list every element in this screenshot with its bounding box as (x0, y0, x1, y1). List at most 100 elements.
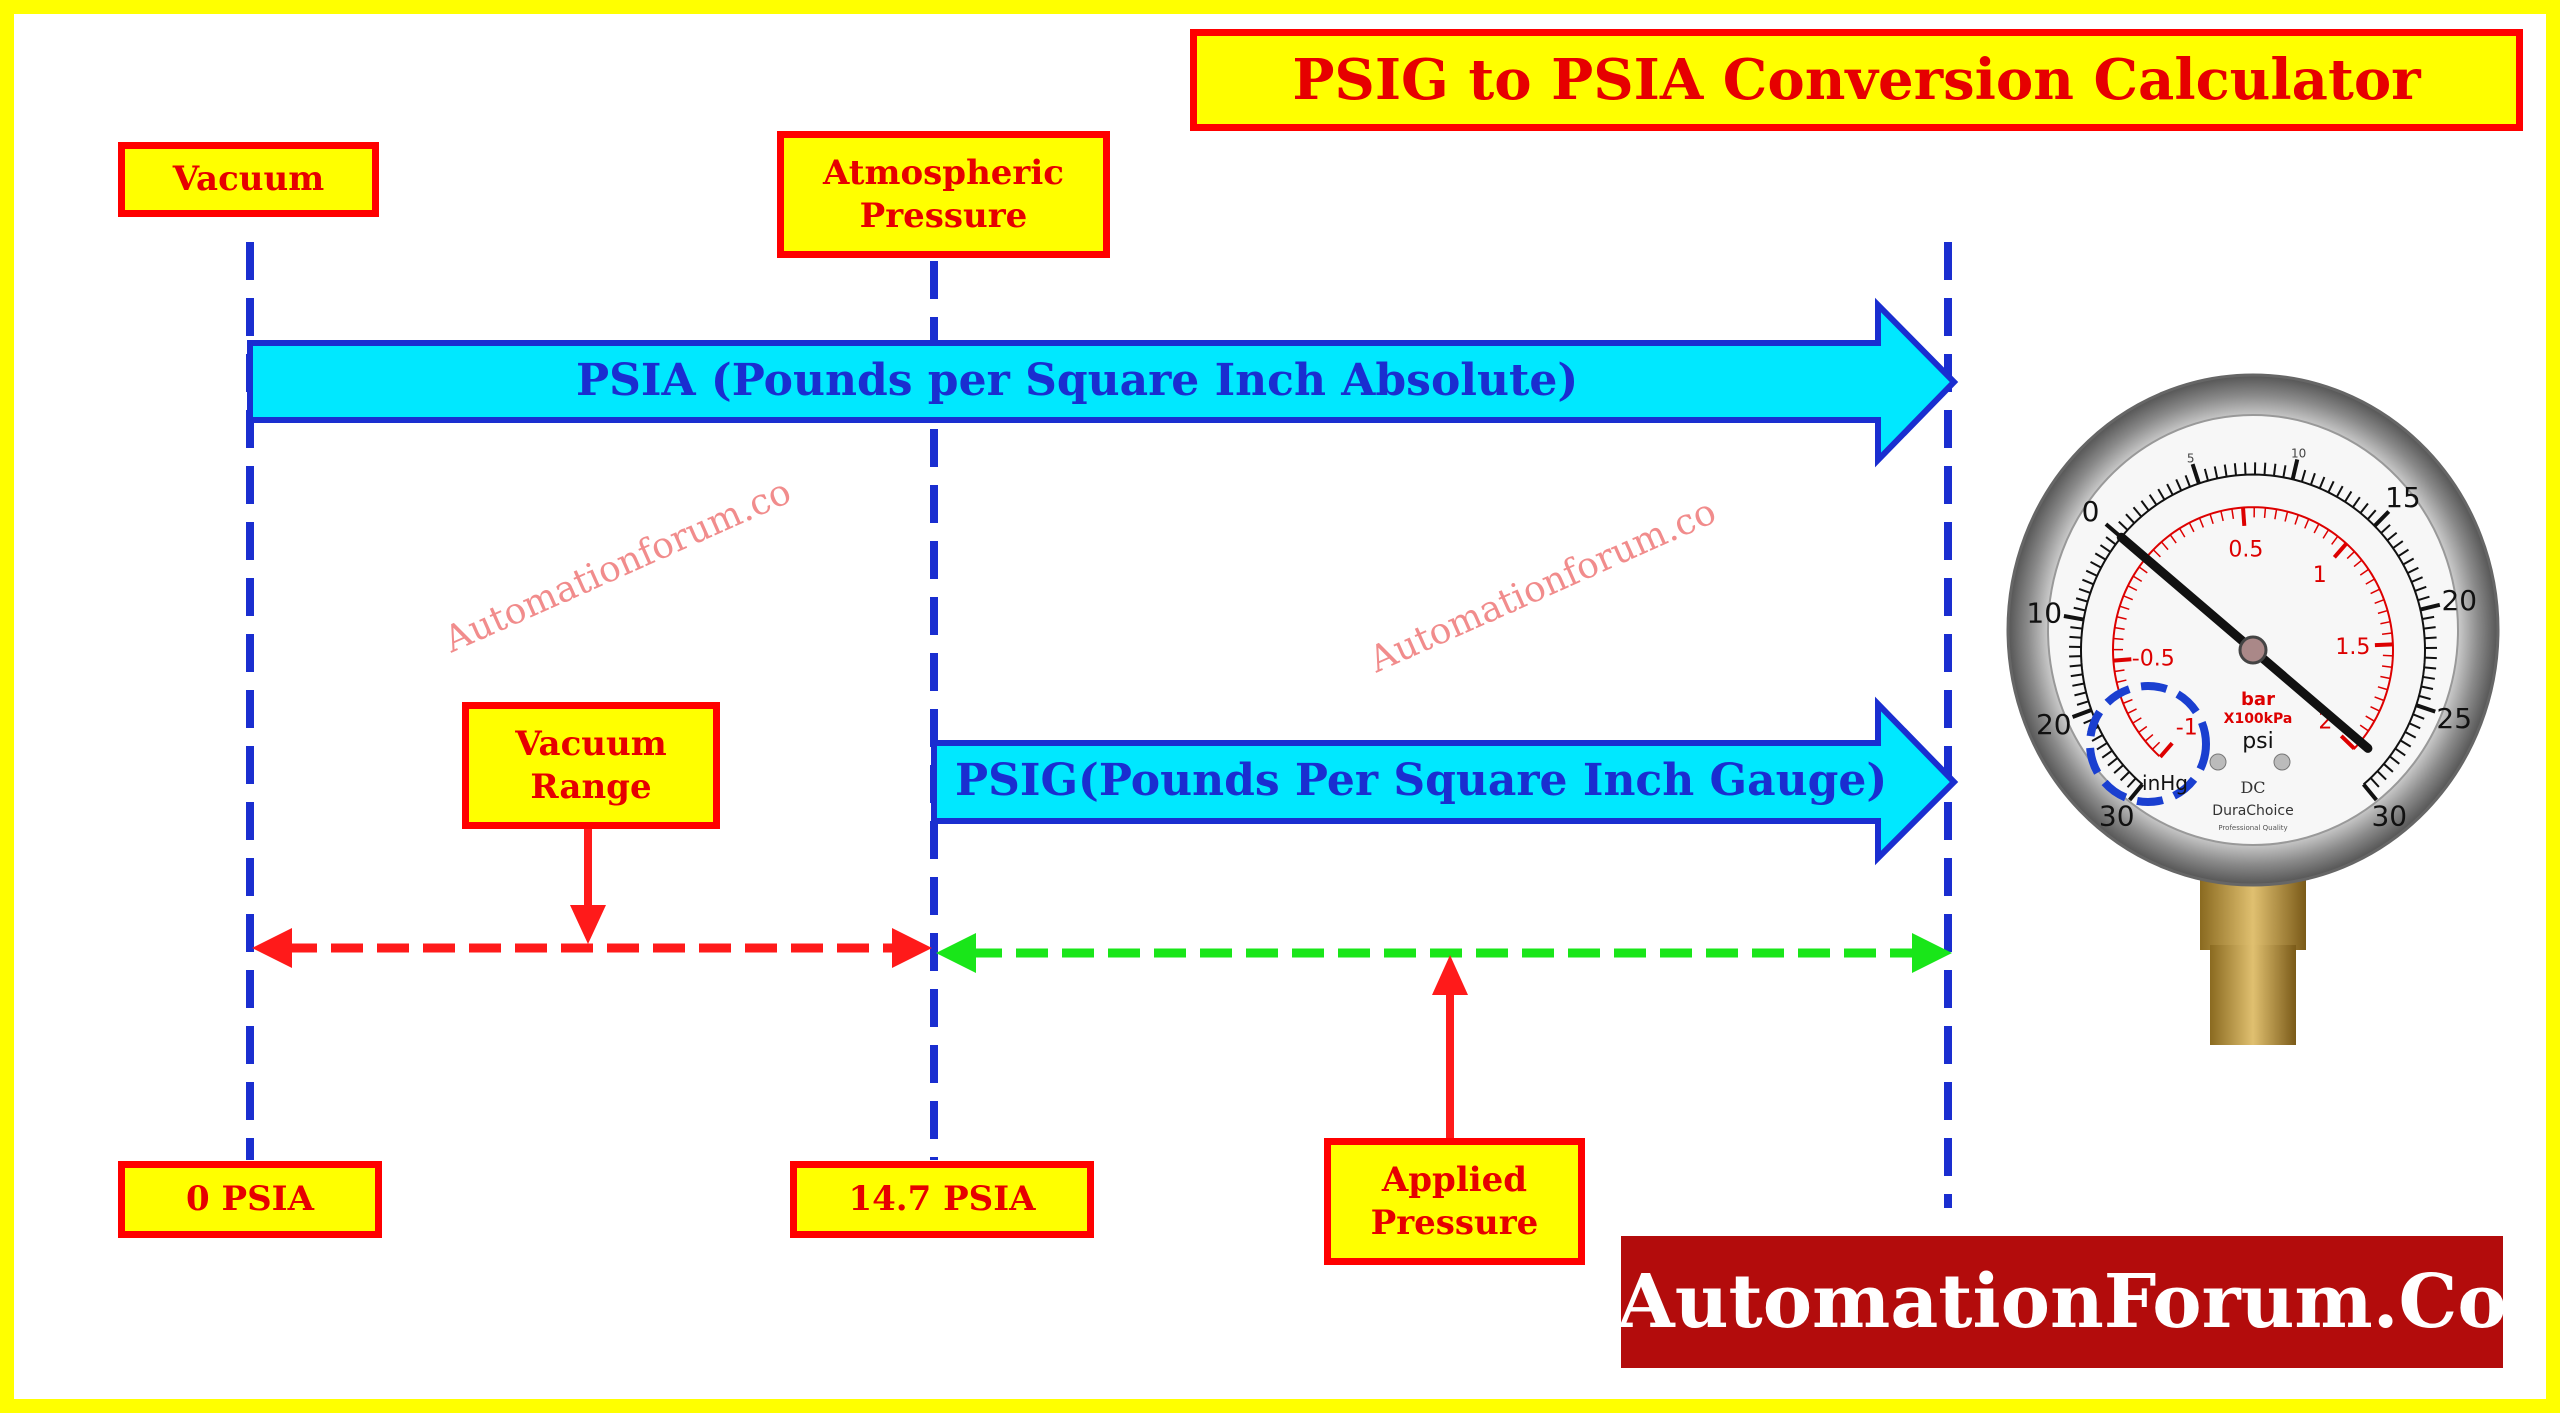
gauge-ellipse-highlight (2086, 682, 2210, 806)
gauge-psi-label: 0 (2082, 495, 2100, 528)
gauge-bar-tick (2374, 642, 2393, 648)
gauge-bar-tick (2294, 514, 2300, 525)
gauge-bar-tick (2151, 741, 2161, 750)
gauge-bar-tick (2209, 513, 2214, 525)
gauge-psi-tick (2335, 485, 2344, 498)
gauge-psi-label: 25 (2436, 702, 2472, 735)
gauge-brand: DuraChoice (2212, 803, 2293, 819)
gauge-inhg-tick (2073, 606, 2086, 612)
gauge-bar-tick (2370, 588, 2380, 595)
gauge-inhg-tick (2072, 682, 2085, 687)
gauge-psi-tick (2369, 777, 2380, 788)
gauge-unit-bar: bar (2241, 689, 2275, 710)
gauge-inhg-tick (2063, 614, 2084, 622)
vacuum-label-text: Vacuum (172, 159, 325, 200)
vacuum-range-right-arrowhead (892, 928, 932, 968)
gauge-psi-tick (2125, 513, 2135, 524)
gauge-psi-tick (2223, 464, 2228, 477)
gauge-bar-tick (2274, 509, 2278, 520)
gauge-bar-tick (2198, 517, 2205, 528)
vacuum-label: Vacuum (118, 142, 379, 217)
gauge-inhg-label: 10 (2026, 596, 2062, 629)
gauge-psi-tick (2366, 509, 2377, 520)
vacuum-range-label: Vacuum Range (462, 702, 720, 829)
gauge-inhg-tick (2074, 691, 2087, 697)
gauge-psi-tick (2421, 685, 2434, 690)
gauge-inhg-tick (2096, 742, 2108, 751)
atmospheric-label-line2: Pressure (859, 195, 1028, 236)
gauge-inhg-tick (2069, 664, 2082, 668)
gauge-bar-tick (2127, 708, 2137, 715)
gauge-bar-tick (2359, 724, 2369, 732)
gauge-psi-tick (2414, 585, 2427, 592)
gauge-unit-inhg: inHg (2142, 771, 2188, 795)
gauge-psi-tick (2166, 483, 2174, 496)
vacuum-range-line2: Range (530, 766, 652, 807)
gauge-psi-label: 30 (2371, 800, 2407, 833)
gauge-fitting (2200, 880, 2306, 950)
applied-label-line2: Pressure (1370, 1202, 1539, 1243)
gauge-unit-kpa: X100kPa (2224, 711, 2293, 727)
gauge-inhg-tick (2090, 561, 2102, 569)
gauge-psi-tick (2132, 506, 2143, 518)
gauge-psi-tick (2272, 463, 2277, 476)
gauge-bar-label: -0.5 (2132, 647, 2175, 672)
gauge-psi-tick (2380, 524, 2391, 534)
gauge-bar-tick (2377, 686, 2388, 691)
gauge-bar-tick (2114, 626, 2125, 630)
gauge-psi-tick (2415, 703, 2436, 714)
gauge-inhg-tick (2076, 700, 2089, 706)
gauge-bar-tick (2313, 523, 2320, 534)
gauge-inhg-tick (2105, 536, 2117, 546)
gauge-psi-tick (2352, 496, 2361, 508)
gauge-bar-tick (2158, 741, 2174, 759)
gauge-bar-tick (2377, 609, 2388, 615)
psig-arrow (931, 696, 1959, 866)
gauge-bar-tick (2114, 669, 2125, 673)
vacuum-range-pointer-head (570, 905, 606, 944)
gauge-bar-tick (2359, 568, 2369, 576)
gauge-bar-tick (2370, 705, 2380, 712)
gauge-bar-tick (2116, 679, 2127, 684)
gauge-psi-tick (2389, 755, 2400, 765)
gauge-psi-tick (2140, 500, 2150, 512)
gauge-bar-arc (2111, 506, 2395, 757)
gauge-bar-tick (2322, 529, 2330, 539)
gauge-bar-tick (2188, 522, 2195, 533)
gauge-bar-tick (2123, 595, 2134, 601)
applied-range-left-arrowhead (936, 933, 976, 973)
gauge-bar-tick (2144, 734, 2154, 742)
gauge-bar-tick (2220, 510, 2224, 522)
gauge-bar-tick (2374, 599, 2385, 605)
gauge-inhg-tick (2085, 569, 2098, 577)
gauge-psi-label: 15 (2385, 481, 2421, 514)
gauge-inhg-tick (2069, 635, 2082, 639)
gauge-psi-tick (2408, 722, 2421, 730)
gauge-inhg-tick (2070, 673, 2083, 678)
gauge-screw (2209, 753, 2227, 771)
gauge-bar-tick (2132, 575, 2143, 583)
page-title: PSIG to PSIA Conversion Calculator (1190, 29, 2523, 131)
gauge-bar-tick (2241, 507, 2247, 527)
page-title-text: PSIG to PSIA Conversion Calculator (1292, 47, 2421, 113)
gauge-psi-tick (2118, 520, 2129, 531)
gauge-psi-label: 5 (2187, 451, 2195, 465)
gauge-inhg-tick (2071, 708, 2093, 719)
gauge-psi-tick (2424, 666, 2437, 670)
gauge-bar-tick (2122, 698, 2133, 705)
gauge-psi-tick (2148, 494, 2158, 506)
gauge-psi-tick (2203, 468, 2209, 481)
gauge-inhg-tick (2119, 771, 2130, 782)
gauge-psi-tick (2359, 502, 2369, 514)
atmospheric-pressure-label: Atmospheric Pressure (777, 131, 1110, 258)
gauge-psi-label: 20 (2441, 584, 2477, 617)
gauge-brand-mark: DC (2240, 778, 2265, 797)
gauge-bar-tick (2263, 507, 2267, 518)
gauge-psi-tick (2422, 615, 2435, 621)
gauge-psi-tick (2404, 731, 2417, 739)
gauge-bar-tick (2365, 715, 2375, 722)
gauge-psi-tick (2184, 475, 2191, 488)
gauge-inhg-tick (2128, 783, 2144, 802)
gauge-bar-label: 1.5 (2335, 635, 2370, 660)
